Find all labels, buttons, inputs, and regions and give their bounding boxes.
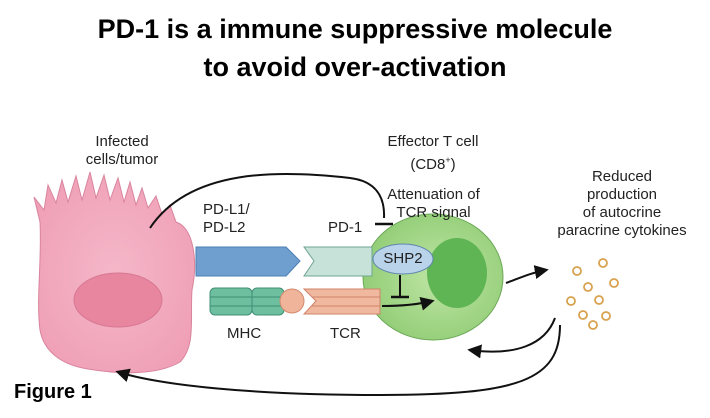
label-effector-line: Effector T cell	[387, 133, 479, 150]
pdl-receptor	[195, 246, 301, 277]
shp2-bubble	[372, 243, 434, 275]
label-infected-line-1: Infected	[95, 133, 149, 150]
label-cd8: (CD8+)	[410, 155, 456, 173]
label-pdl-line-1: PD-L1/	[203, 201, 250, 218]
label-reduced-line-1: Reduced	[591, 168, 653, 185]
pd1-receptor	[303, 246, 373, 277]
inhibitory-curve	[149, 172, 386, 229]
title-line-1: PD-1 is a immune suppressive molecule	[97, 14, 613, 44]
label-tcr: TCR	[330, 325, 361, 342]
tcr-receptor	[302, 288, 381, 315]
label-reduced-line-4: paracrine cytokines	[557, 222, 687, 239]
tumor-nucleus	[73, 272, 163, 328]
label-mhc: MHC	[227, 325, 262, 342]
label-pdl: PD-L1/ PD-L2	[203, 201, 250, 237]
title-line-2: to avoid over-activation	[203, 52, 507, 82]
label-infected-line-2: cells/tumor	[85, 151, 159, 168]
t-cell-nucleus	[427, 238, 487, 308]
cytokine-dot	[588, 320, 598, 330]
label-attenuation: Attenuation of TCR signal	[371, 186, 496, 222]
cytokine-dot	[578, 310, 588, 320]
label-pdl-line-2: PD-L2	[203, 219, 246, 236]
label-infected-cells: Infected cells/tumor	[72, 133, 172, 169]
label-effector-t-cell: Effector T cell (CD8+)	[373, 133, 493, 174]
cytokine-dot	[572, 266, 582, 276]
label-reduced-line-2: production	[586, 186, 658, 203]
feedback-arrow-long	[115, 324, 561, 397]
label-reduced-production: Reduced production of autocrine paracrin…	[542, 168, 702, 240]
tumor-cell	[33, 171, 196, 374]
cytokine-cluster	[566, 258, 619, 330]
label-shp2: SHP2	[383, 250, 423, 267]
tcr-signal-arrow	[381, 296, 435, 311]
peptide	[279, 288, 305, 314]
label-reduced-line-3: of autocrine	[582, 204, 662, 221]
label-attenuation-line-1: Attenuation of	[387, 186, 480, 203]
mhc-block-1	[209, 287, 253, 316]
cytokine-dot	[583, 282, 593, 292]
figure-label: Figure 1	[14, 381, 92, 403]
label-attenuation-line-2: TCR signal	[396, 204, 471, 221]
cytokine-dot	[566, 296, 576, 306]
cytokine-arrow	[505, 265, 549, 284]
label-pd1: PD-1	[328, 219, 363, 236]
cytokine-dot	[609, 278, 619, 288]
cytokine-dot	[601, 311, 611, 321]
cytokine-dot	[598, 258, 608, 268]
mhc-block-2	[251, 287, 285, 316]
cytokine-dot	[594, 295, 604, 305]
feedback-arrow-short	[467, 317, 556, 359]
